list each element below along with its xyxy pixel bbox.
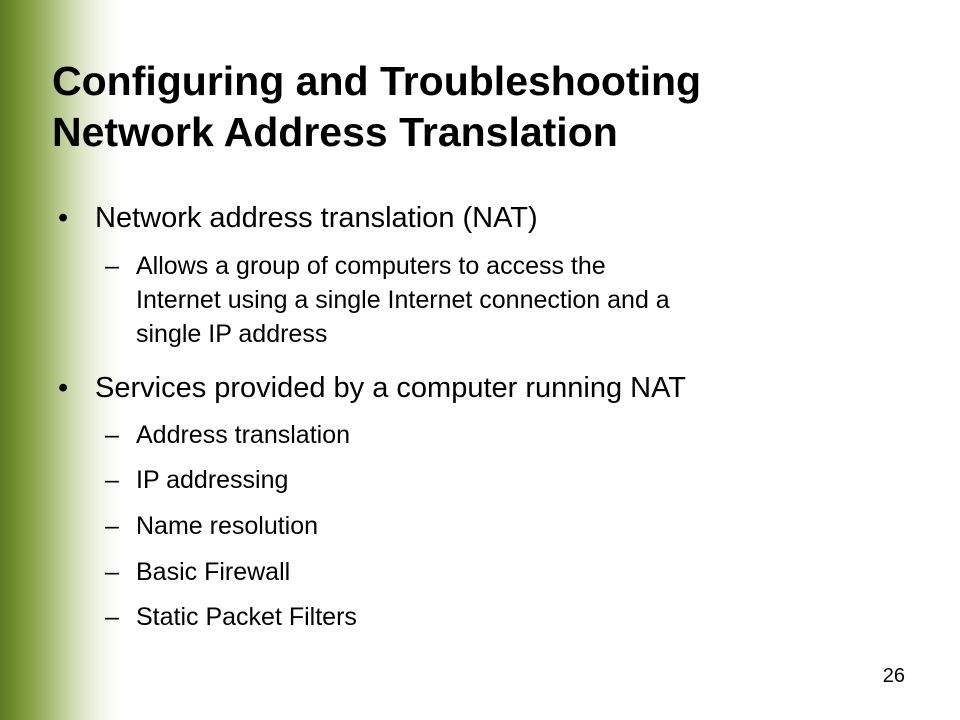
sub-text: Allows a group of computers to access th… [136,249,670,351]
sub-marker: – [105,603,119,631]
bullet-marker: • [58,202,69,234]
sub-text: IP addressing [136,463,288,497]
sub-text-line: Name resolution [136,512,319,540]
sub-text-line: Internet using a single Internet connect… [136,286,670,314]
sub-marker: – [105,512,119,540]
sub-text-line: Basic Firewall [136,558,291,586]
left-gradient-bar [0,0,118,720]
sub-text-line: Allows a group of computers to access th… [136,252,606,280]
sub-marker: – [105,421,119,449]
bullet-text: Network address translation (NAT) [95,202,538,234]
sub-marker: – [105,466,119,494]
sub-text: Basic Firewall [136,555,290,589]
sub-text: Name resolution [136,509,318,543]
sub-text-line: Address translation [136,421,351,449]
title-line-2: Network Address Translation [52,109,618,155]
sub-marker: – [105,252,119,280]
slide-title: Configuring and Troubleshooting Network … [52,56,912,158]
bullet-text: Services provided by a computer running … [95,372,687,404]
sub-text: Static Packet Filters [136,600,357,634]
sub-text: Address translation [136,418,350,452]
sub-text-line: single IP address [136,320,328,348]
sub-marker: – [105,558,119,586]
sub-text-line: IP addressing [136,466,289,494]
sub-text-line: Static Packet Filters [136,603,357,631]
title-line-1: Configuring and Troubleshooting [52,58,702,104]
bullet-marker: • [58,372,69,404]
page-number: 26 [882,665,905,687]
